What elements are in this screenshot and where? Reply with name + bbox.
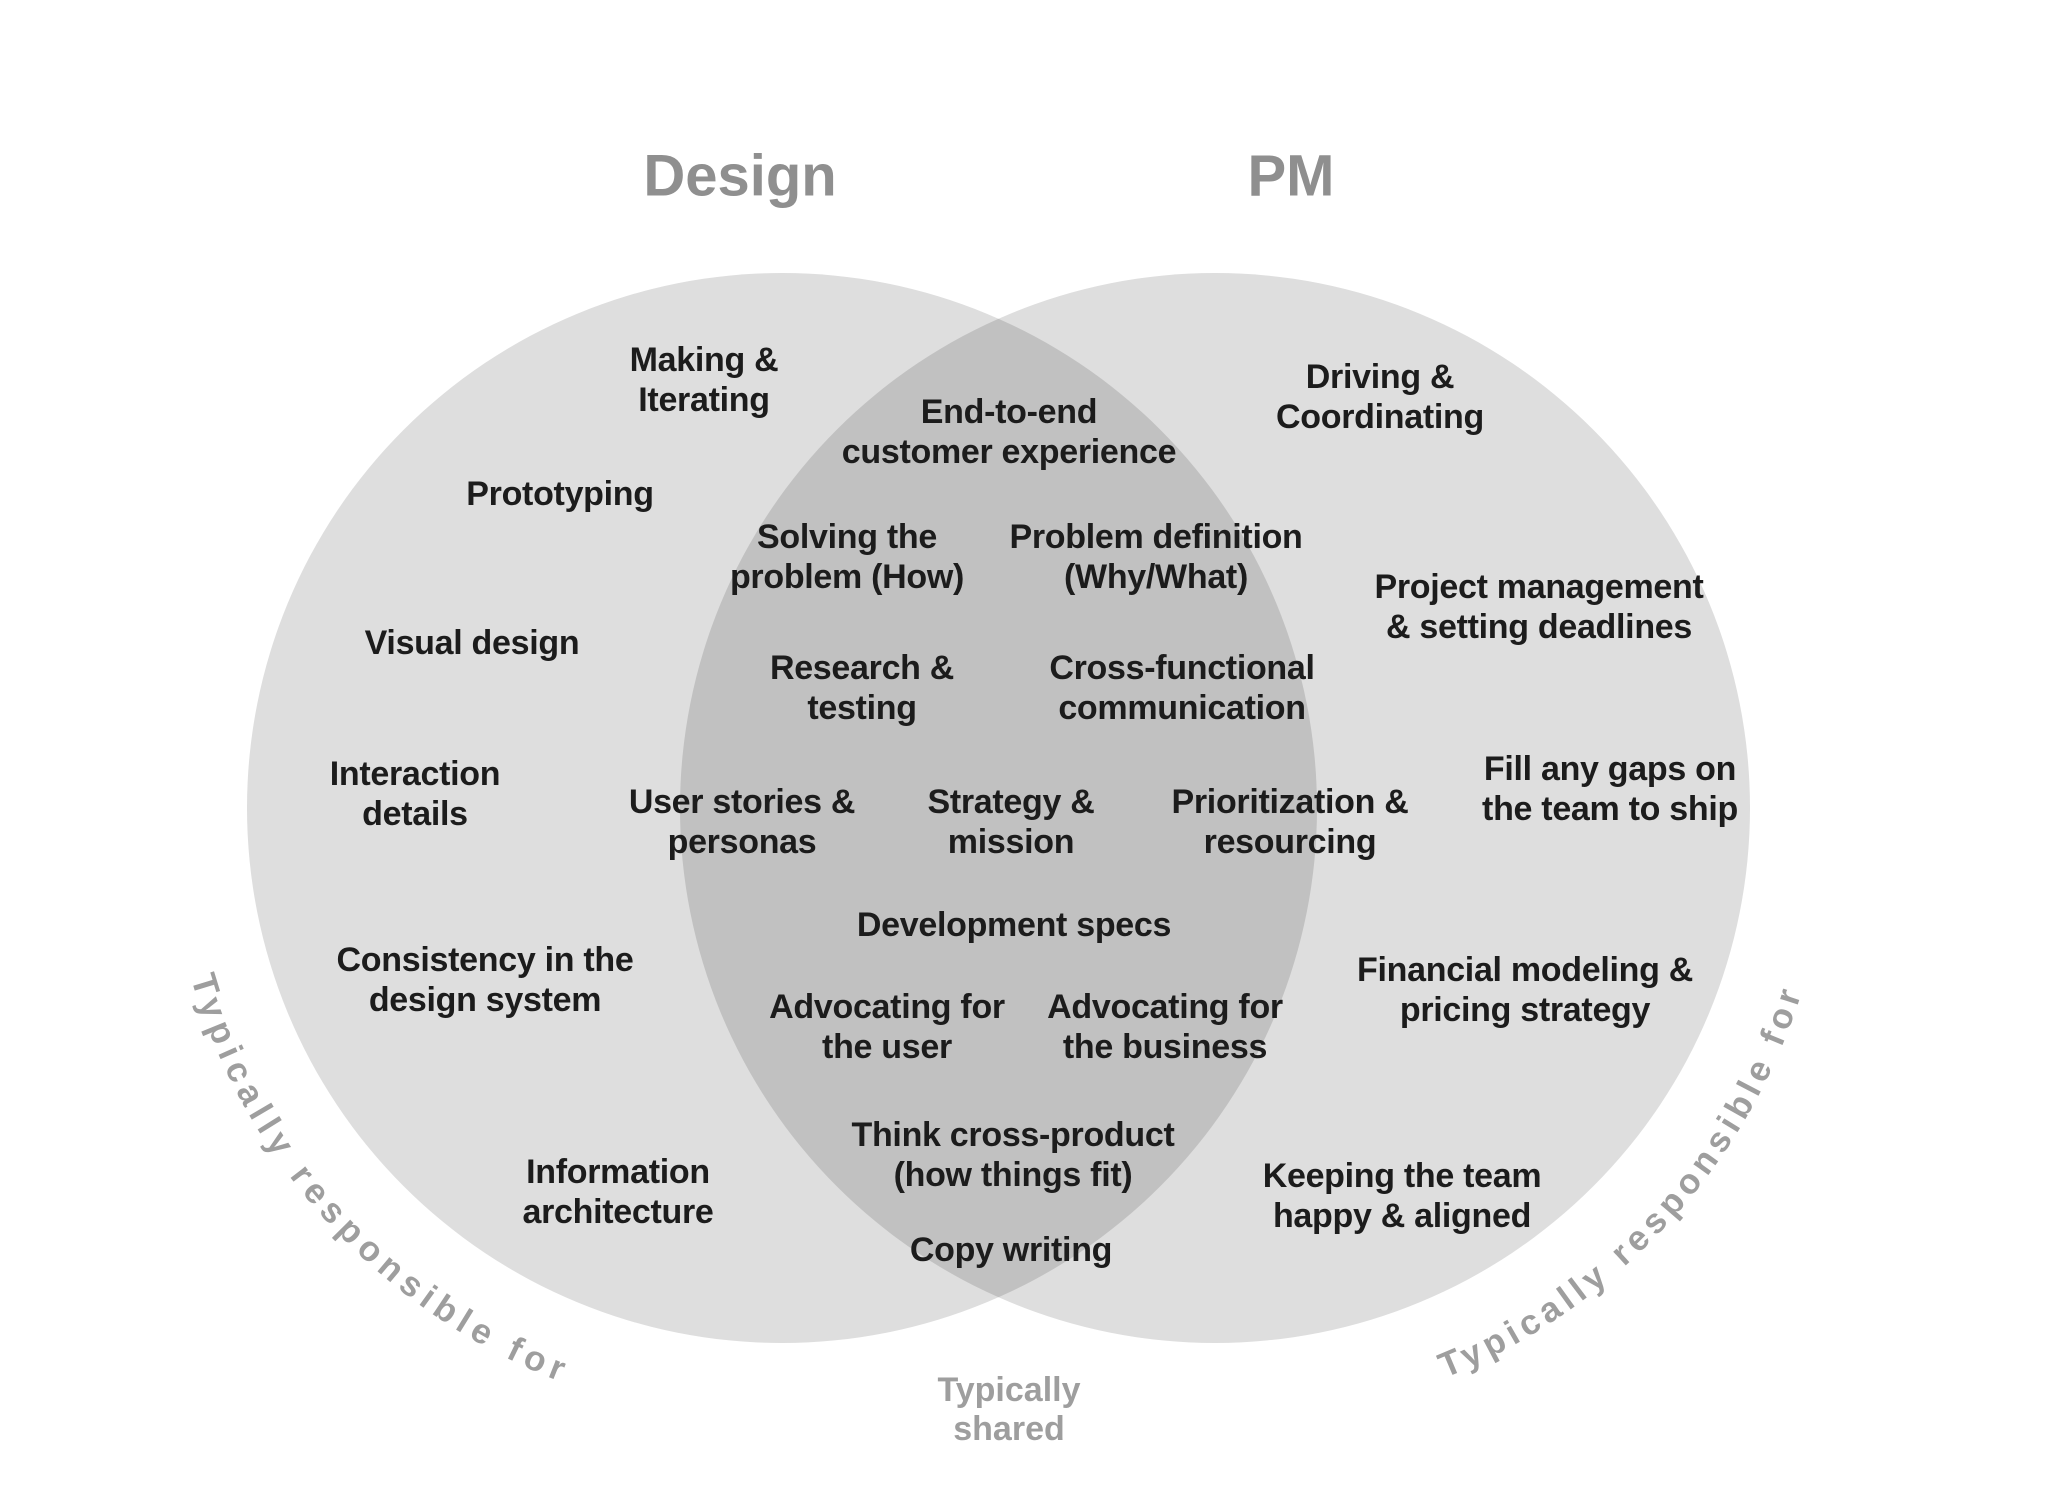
shared-item-end-to-end-experience: End-to-end customer experience	[841, 393, 1177, 471]
shared-item-problem-definition: Problem definition (Why/What)	[1009, 518, 1303, 596]
design-item-prototyping: Prototyping	[466, 475, 654, 513]
shared-item-cross-functional-communication: Cross-functional communication	[1049, 649, 1315, 727]
pm-title: PM	[1247, 143, 1335, 209]
design-item-interaction-details: Interaction details	[329, 755, 501, 833]
shared-item-copy-writing: Copy writing	[909, 1231, 1113, 1269]
shared-item-prioritization-resourcing: Prioritization & resourcing	[1171, 783, 1409, 861]
shared-item-research-testing: Research & testing	[769, 649, 955, 727]
pm-item-financial-modeling: Financial modeling & pricing strategy	[1357, 951, 1693, 1029]
design-item-consistency: Consistency in the design system	[336, 941, 634, 1019]
pm-item-keeping-team-happy: Keeping the team happy & aligned	[1262, 1157, 1542, 1235]
pm-item-fill-gaps: Fill any gaps on the team to ship	[1482, 750, 1738, 828]
typically-shared-caption: Typically shared	[937, 1371, 1081, 1448]
design-item-information-architecture: Information architecture	[522, 1153, 714, 1231]
pm-item-driving-coordinating: Driving & Coordinating	[1276, 358, 1484, 436]
shared-item-user-stories-personas: User stories & personas	[628, 783, 856, 861]
overlap-region	[680, 273, 1317, 1343]
shared-item-advocating-user: Advocating for the user	[769, 988, 1005, 1066]
shared-item-strategy-mission: Strategy & mission	[927, 783, 1095, 861]
design-item-visual-design: Visual design	[364, 624, 580, 662]
shared-item-solving-problem: Solving the problem (How)	[729, 518, 965, 596]
design-item-making-iterating: Making & Iterating	[629, 341, 779, 419]
shared-item-think-cross-product: Think cross-product (how things fit)	[851, 1116, 1175, 1194]
design-title: Design	[643, 143, 837, 209]
shared-item-development-specs: Development specs	[856, 906, 1172, 944]
pm-item-project-management: Project management & setting deadlines	[1374, 568, 1704, 646]
shared-item-advocating-business: Advocating for the business	[1047, 988, 1283, 1066]
